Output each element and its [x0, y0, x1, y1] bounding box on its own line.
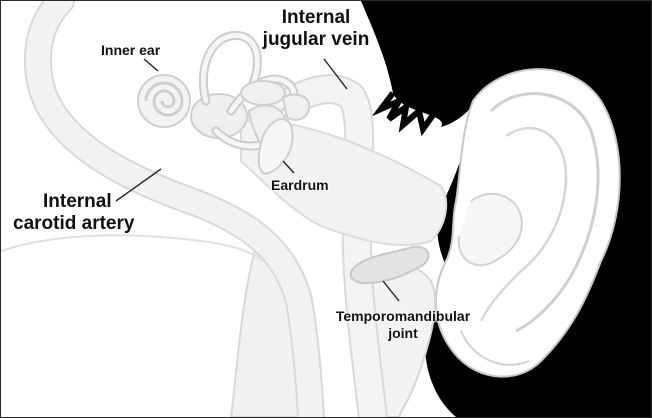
label-internal-jugular-vein: Internal jugular vein [251, 7, 381, 51]
label-internal-carotid-artery-line2: carotid artery [13, 213, 134, 235]
label-internal-jugular-vein-line1: Internal [251, 7, 381, 29]
label-internal-carotid-artery: Internal carotid artery [13, 191, 134, 235]
label-temporomandibular-joint: Temporomandibular joint [319, 308, 487, 342]
label-eardrum: Eardrum [271, 177, 329, 194]
cochlea [138, 75, 190, 127]
label-temporomandibular-joint-line2: joint [319, 325, 487, 342]
leader-inner-ear [144, 59, 158, 71]
label-internal-jugular-vein-line2: jugular vein [251, 29, 381, 51]
label-temporomandibular-joint-line1: Temporomandibular [319, 308, 487, 325]
label-inner-ear: Inner ear [101, 42, 160, 59]
skull-curve [1, 235, 263, 261]
label-internal-carotid-artery-line1: Internal [13, 191, 134, 213]
